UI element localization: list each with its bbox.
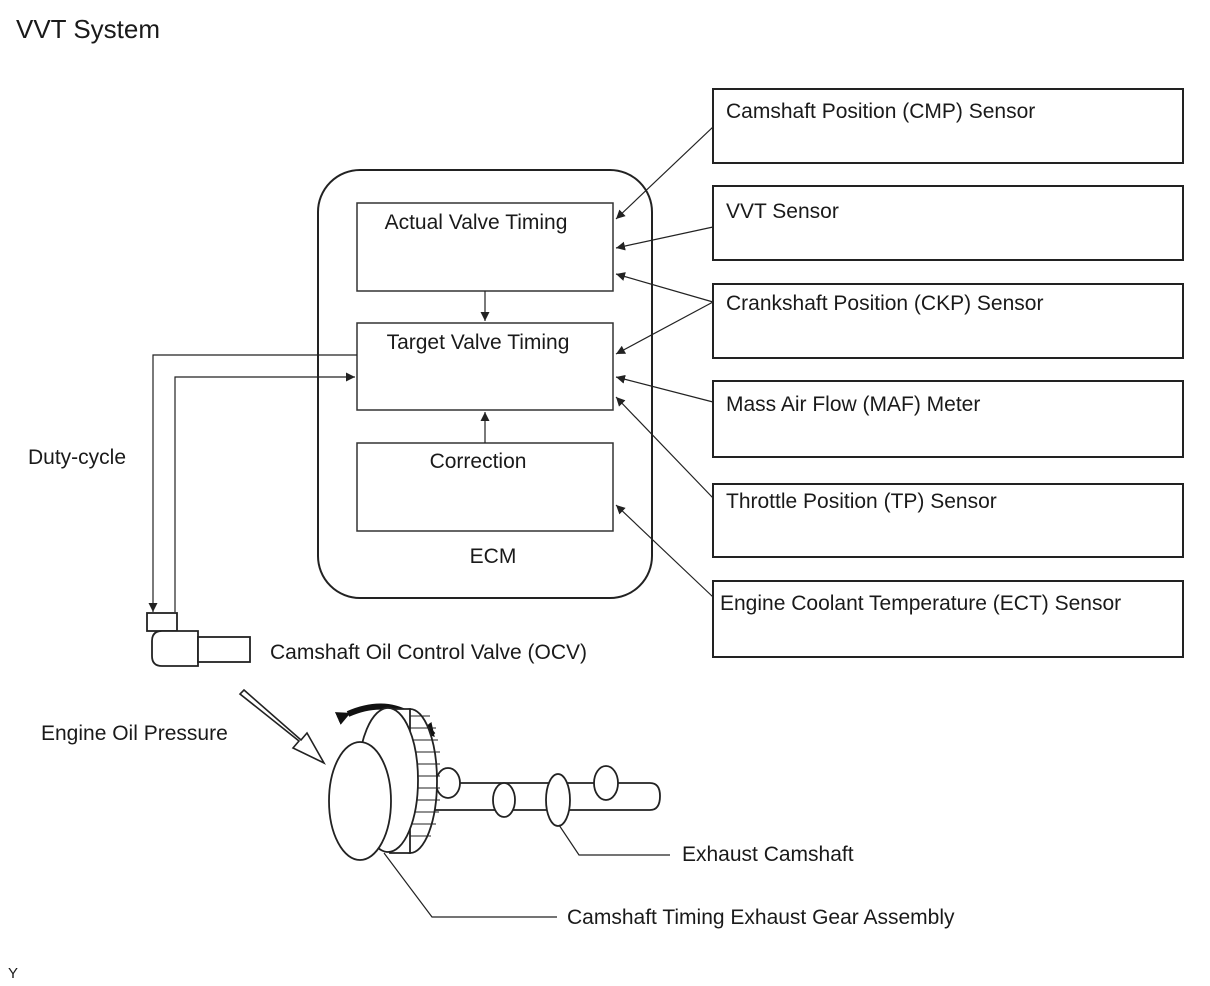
arrow-cmp-to-actual (615, 126, 714, 220)
timing-gear-assembly-icon (328, 707, 440, 861)
sensor-box-maf: Mass Air Flow (MAF) Meter (712, 380, 1184, 458)
arrow-ckp-to-target (615, 301, 714, 355)
correction-label: Correction (430, 450, 527, 473)
diagram-title: VVT System (16, 14, 160, 44)
sensor-label-maf: Mass Air Flow (MAF) Meter (726, 393, 980, 416)
target-valve-timing-label: Target Valve Timing (387, 331, 570, 354)
sensor-box-vvt: VVT Sensor (712, 185, 1184, 261)
exhaust-camshaft-leader (558, 824, 670, 856)
sensor-label-ect: Engine Coolant Temperature (ECT) Sensor (720, 592, 1121, 615)
sensor-label-vvt: VVT Sensor (726, 200, 839, 223)
footer-code: Y (8, 965, 18, 982)
gear-assembly-leader (383, 852, 557, 918)
ocv-icon (146, 612, 251, 667)
ecm-label: ECM (470, 545, 517, 568)
sensor-label-ckp: Crankshaft Position (CKP) Sensor (726, 292, 1043, 315)
arrow-maf-to-target (615, 374, 714, 403)
actual-valve-timing-label: Actual Valve Timing (385, 211, 568, 234)
correction-block: Correction (356, 442, 614, 532)
ocv-feedback-line (174, 372, 355, 612)
actual-valve-timing-block: Actual Valve Timing (356, 202, 614, 292)
target-valve-timing-block: Target Valve Timing (356, 322, 614, 411)
sensor-box-ckp: Crankshaft Position (CKP) Sensor (712, 283, 1184, 359)
exhaust-camshaft-label: Exhaust Camshaft (682, 843, 854, 866)
oil-pressure-label: Engine Oil Pressure (41, 722, 228, 745)
oil-pressure-arrow-icon (238, 688, 326, 765)
sensor-box-ect: Engine Coolant Temperature (ECT) Sensor (712, 580, 1184, 658)
duty-cycle-output-line (148, 354, 357, 612)
sensor-box-cmp: Camshaft Position (CMP) Sensor (712, 88, 1184, 164)
arrow-vvt-to-actual (615, 226, 714, 251)
duty-cycle-label: Duty-cycle (28, 446, 126, 469)
arrow-ckp-to-actual (615, 272, 714, 303)
sensor-label-cmp: Camshaft Position (CMP) Sensor (726, 100, 1035, 123)
arrow-ect-to-correction (615, 504, 714, 598)
exhaust-camshaft-icon (419, 765, 661, 827)
ocv-label: Camshaft Oil Control Valve (OCV) (270, 641, 587, 664)
sensor-label-tp: Throttle Position (TP) Sensor (726, 490, 997, 513)
arrow-tp-to-target (615, 396, 714, 499)
sensor-box-tp: Throttle Position (TP) Sensor (712, 483, 1184, 558)
gear-assembly-label: Camshaft Timing Exhaust Gear Assembly (567, 906, 955, 929)
